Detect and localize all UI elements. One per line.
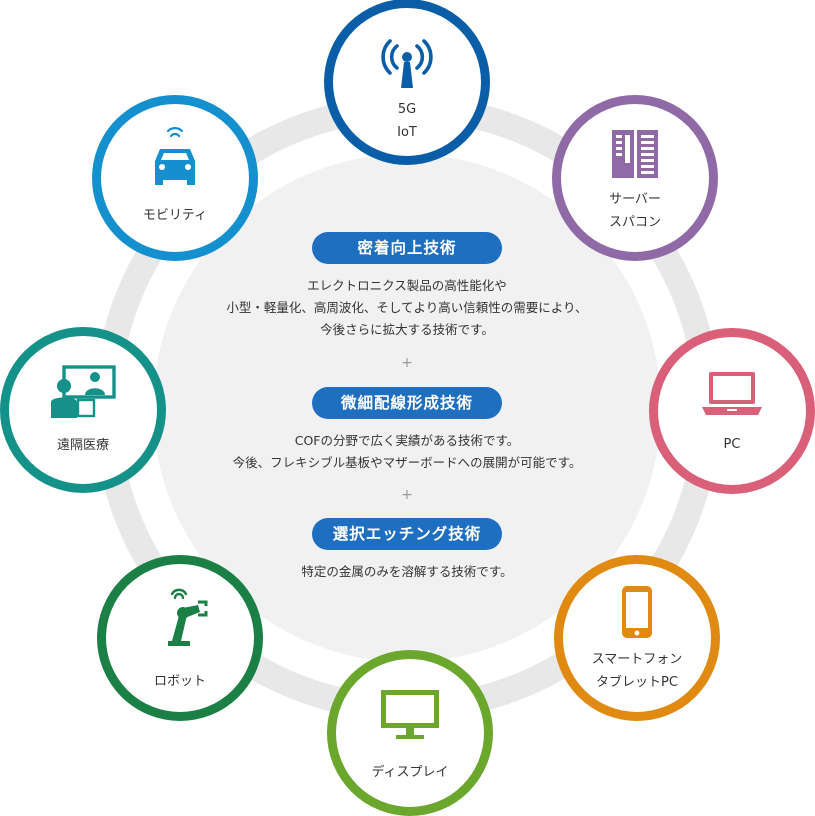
description-line: 小型・軽量化、高周波化、そしてより高い信頼性の需要により、 [226,300,588,315]
node-label: 5G IoT [333,98,481,144]
node-supercomputer: サーバー スパコン [552,95,718,261]
antenna-icon [381,39,433,88]
node-label: ディスプレイ [336,761,484,784]
node-label: サーバー スパコン [561,188,709,234]
node-smartphone: スマートフォン タブレットPC [554,555,720,721]
description-line: 今後さらに拡大する技術です。 [320,322,494,337]
robot-arm-icon [168,588,208,646]
server-rack-icon [612,130,658,178]
plus-separator: + [401,487,413,503]
node-mobility: モビリティ [92,95,258,261]
label-line: サーバー [609,192,661,207]
section-title-pill: 密着向上技術 [312,232,502,264]
description-line: エレクトロニクス製品の高性能化や [307,278,507,293]
section-title-pill: 微細配線形成技術 [312,387,502,419]
label-line: モビリティ [142,208,208,223]
label-line: タブレットPC [596,675,678,690]
laptop-icon [702,372,762,415]
connected-car-icon [155,127,195,185]
node-5g-iot: 5G IoT [324,0,490,165]
node-robot: ロボット [97,555,263,721]
node-display: ディスプレイ [327,650,493,816]
section-description: エレクトロニクス製品の高性能化や 小型・軽量化、高周波化、そしてより高い信頼性の… [157,275,657,341]
node-label: スマートフォン タブレットPC [563,648,711,694]
description-line: 特定の金属のみを溶解する技術です。 [301,564,513,579]
node-label: ロボット [106,670,254,693]
label-line: PC [723,437,741,452]
section-description: 特定の金属のみを溶解する技術です。 [157,561,657,583]
label-line: ロボット [153,674,206,689]
label-line: 遠隔医療 [56,438,109,453]
node-label: モビリティ [101,204,249,227]
section-title-pill: 選択エッチング技術 [312,518,502,550]
tech-section-selective-etching: 選択エッチング技術 特定の金属のみを溶解する技術です。 [157,518,657,583]
description-line: COFの分野で広く実績がある技術です。 [294,433,520,448]
plus-separator: + [401,355,413,371]
node-telemedicine: 遠隔医療 [0,327,166,493]
monitor-icon [381,690,439,739]
node-label: PC [658,433,806,456]
tech-section-adhesion: 密着向上技術 エレクトロニクス製品の高性能化や 小型・軽量化、高周波化、そしてよ… [157,232,657,341]
label-line: スパコン [608,215,661,230]
video-consultation-icon [51,365,116,418]
smartphone-icon [622,586,652,638]
label-line: 5G [397,102,417,117]
node-label: 遠隔医療 [9,434,157,457]
label-line: IoT [397,125,417,140]
node-pc: PC [649,328,815,494]
section-description: COFの分野で広く実績がある技術です。 今後、フレキシブル基板やマザーボードへの… [157,430,657,474]
label-line: ディスプレイ [371,765,449,780]
description-line: 今後、フレキシブル基板やマザーボードへの展開が可能です。 [232,455,582,470]
label-line: スマートフォン [591,652,683,667]
tech-section-fine-wiring: 微細配線形成技術 COFの分野で広く実績がある技術です。 今後、フレキシブル基板… [157,387,657,474]
